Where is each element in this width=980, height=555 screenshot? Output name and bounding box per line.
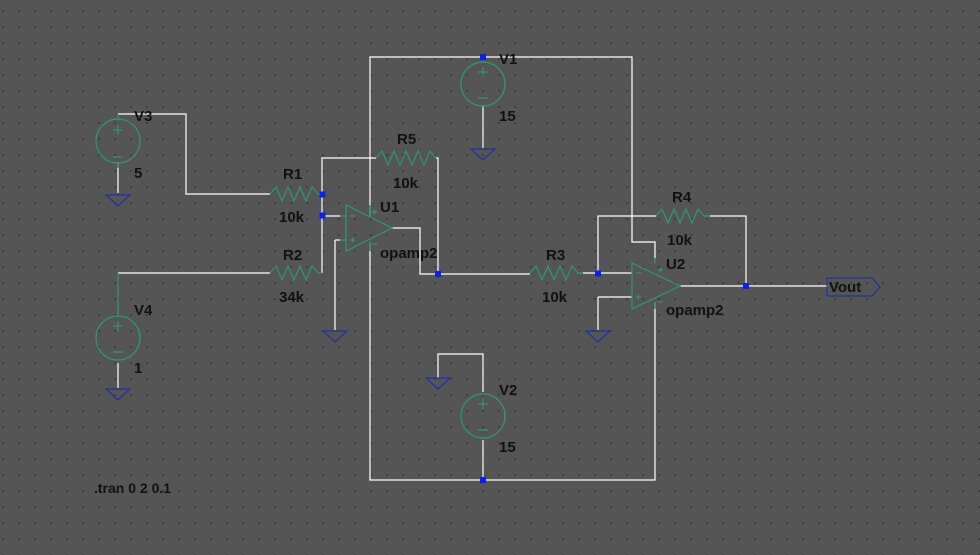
r4-name-label[interactable]: R4 [672,189,692,206]
r2-name-label[interactable]: R2 [283,247,302,264]
wire[interactable] [321,157,376,194]
wire[interactable] [118,113,270,195]
ground-symbols [104,148,612,401]
v2-name-label[interactable]: V2 [499,382,517,399]
spice-directive[interactable]: .tran 0 2 0.1 [94,480,171,496]
v2-value-label[interactable]: 15 [499,439,516,456]
r1-value-label[interactable]: 10k [279,209,305,226]
v4-value-label[interactable]: 1 [134,360,142,377]
net-label-text: Vout [829,279,861,296]
u2-name-label[interactable]: U2 [666,256,685,273]
wire[interactable] [436,157,439,274]
ground-v1[interactable] [469,148,497,161]
wire[interactable] [597,215,656,273]
ground-v3[interactable] [104,194,132,207]
v3-value-label[interactable]: 5 [134,165,142,182]
v3-name-label[interactable]: V3 [134,108,152,125]
r1-name-label[interactable]: R1 [283,166,302,183]
junction-dot [319,191,326,198]
r5-name-label[interactable]: R5 [397,131,416,148]
v1-name-label[interactable]: V1 [499,51,517,68]
r2-value-label[interactable]: 34k [279,289,305,306]
opamp-u1[interactable] [340,204,394,252]
ground-u1[interactable] [321,330,349,343]
r4-value-label[interactable]: 10k [667,232,693,249]
voltage-source-v2[interactable] [460,393,506,439]
junction-dot [480,54,486,60]
wire[interactable] [437,353,484,392]
resistor-r5[interactable] [375,149,437,167]
junction-dot [480,477,486,483]
junction-dot [435,271,441,277]
junction-dot [595,270,601,277]
voltage-source-v4[interactable] [95,273,141,361]
wire[interactable] [392,227,438,275]
resistor-r3[interactable] [529,264,583,282]
junctions [319,54,749,483]
v4-name-label[interactable]: V4 [134,302,153,319]
ground-v2[interactable] [424,377,452,390]
resistor-r2[interactable] [269,264,322,282]
r5-value-label[interactable]: 10k [393,175,419,192]
r3-name-label[interactable]: R3 [546,247,565,264]
net-label-vout[interactable]: Vout [826,277,881,297]
wires [117,56,828,481]
u1-name-label[interactable]: U1 [380,199,399,216]
v1-value-label[interactable]: 15 [499,108,516,125]
voltage-source-v1[interactable] [460,61,506,107]
junction-dot [743,283,749,289]
junction-dot [319,212,326,219]
resistor-r1[interactable] [269,185,322,203]
ground-v4[interactable] [104,388,132,401]
resistor-r4[interactable] [655,207,710,225]
voltage-source-v3[interactable] [95,114,141,168]
opamp-u2[interactable] [631,258,682,310]
wire[interactable] [369,56,656,258]
wire[interactable] [710,215,747,286]
u2-model-label[interactable]: opamp2 [666,302,724,319]
wire[interactable] [369,242,656,481]
u1-model-label[interactable]: opamp2 [380,245,438,262]
r3-value-label[interactable]: 10k [542,289,568,306]
ground-u2[interactable] [584,330,612,343]
